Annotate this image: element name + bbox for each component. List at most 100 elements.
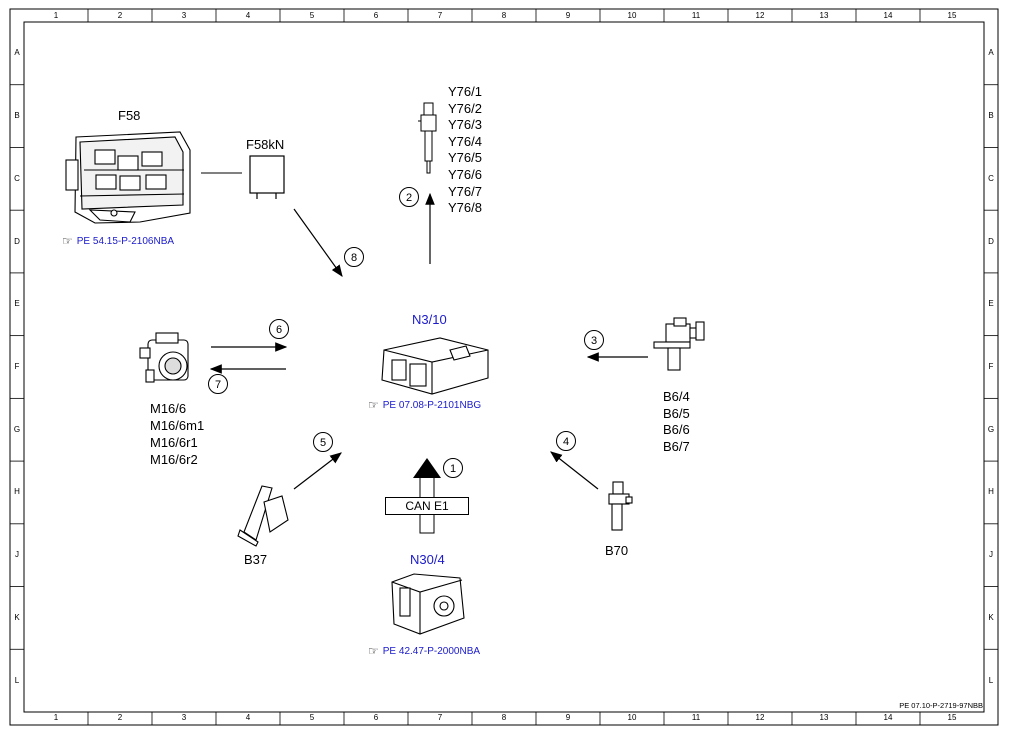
row-tick-label: E [988, 299, 994, 309]
column-tick-label: 4 [245, 11, 251, 20]
signal-marker-8: 8 [344, 247, 364, 267]
signal-marker-number: 1 [450, 463, 456, 475]
outer-frame [9, 8, 999, 726]
relay-icon [249, 155, 285, 199]
arrow-8 [293, 208, 343, 277]
f58-reference-link[interactable]: ☞ PE 54.15-P-2106NBA [62, 234, 174, 248]
row-tick-label: C [988, 173, 994, 183]
pointing-hand-icon: ☞ [62, 234, 73, 248]
pointing-hand-icon: ☞ [368, 644, 379, 658]
column-tick-label: 15 [947, 11, 957, 20]
signal-marker-7: 7 [208, 374, 228, 394]
b6-label: B6/6 [663, 422, 690, 438]
b6-label: B6/7 [663, 438, 690, 454]
can-e1-box: CAN E1 [385, 497, 469, 515]
signal-marker-number: 8 [351, 252, 357, 264]
signal-marker-number: 5 [320, 437, 326, 449]
inner-frame [23, 21, 985, 713]
row-tick-label: J [15, 550, 19, 560]
row-tick-label: B [14, 111, 20, 121]
column-tick-label: 1 [53, 11, 59, 20]
arrow-5 [293, 452, 342, 490]
b70-label: B70 [605, 543, 629, 558]
document-code: PE 07.10-P-2719-97NBB [899, 701, 983, 710]
column-tick-label: 6 [373, 11, 379, 20]
column-tick-label: 2 [117, 713, 123, 722]
n3-10-reference-link[interactable]: ☞ PE 07.08-P-2101NBG [368, 398, 481, 412]
column-tick-label: 5 [309, 11, 315, 20]
signal-marker-1: 1 [443, 458, 463, 478]
row-tick-label: L [988, 675, 994, 685]
y76-label: Y76/4 [448, 133, 482, 149]
column-tick-label: 7 [437, 11, 443, 20]
signal-marker-number: 7 [215, 379, 221, 391]
n3-10-reference-text: PE 07.08-P-2101NBG [382, 399, 482, 411]
b6-label: B6/4 [663, 389, 690, 404]
column-tick-label: 3 [181, 713, 187, 722]
pedal-icon [237, 485, 289, 547]
f58kn-label: F58kN [246, 137, 285, 152]
row-tick-label: C [14, 173, 20, 183]
throttle-icon [139, 332, 189, 383]
column-tick-label: 8 [501, 11, 507, 20]
row-tick-label: D [988, 236, 994, 246]
column-tick-label: 12 [755, 11, 765, 20]
signal-marker-5: 5 [313, 432, 333, 452]
column-tick-label: 2 [117, 11, 123, 20]
row-tick-label: K [988, 612, 994, 622]
row-tick-label: G [13, 424, 21, 434]
arrow-4 [550, 451, 599, 490]
y76-label: Y76/5 [448, 150, 482, 166]
row-tick-label: G [987, 424, 995, 434]
sensor-b70-icon [608, 481, 633, 531]
y76-labels: Y76/1 Y76/2 Y76/3 Y76/4 Y76/5 Y76/6 Y76/… [448, 84, 482, 217]
row-tick-label: A [988, 48, 994, 58]
frame-grid-ticks [10, 9, 998, 725]
m16-label: M16/6r1 [150, 435, 198, 450]
row-tick-label: J [989, 550, 993, 560]
column-tick-label: 9 [565, 11, 571, 20]
b6-labels: B6/4 B6/5 B6/6 B6/7 [663, 389, 690, 455]
signal-marker-2: 2 [399, 187, 419, 207]
signal-marker-number: 4 [563, 436, 569, 448]
signal-marker-number: 2 [406, 192, 412, 204]
m16-label: M16/6m1 [150, 418, 205, 433]
f58-label: F58 [118, 108, 141, 123]
y76-label: Y76/7 [448, 183, 482, 199]
column-tick-label: 3 [181, 11, 187, 20]
y76-label: Y76/2 [448, 100, 482, 116]
row-tick-label: H [988, 487, 994, 497]
n30-4-reference-link[interactable]: ☞ PE 42.47-P-2000NBA [368, 644, 480, 658]
row-tick-label: L [14, 675, 20, 685]
y76-label: Y76/1 [448, 84, 482, 99]
column-tick-label: 15 [947, 713, 957, 722]
column-tick-label: 11 [691, 713, 701, 722]
row-tick-label: B [988, 111, 994, 121]
n30-4-reference-text: PE 42.47-P-2000NBA [382, 645, 481, 657]
m16-label: M16/6 [150, 401, 187, 416]
b6-label: B6/5 [663, 405, 690, 421]
row-tick-label: H [14, 487, 20, 497]
can-arrow [413, 458, 441, 534]
module-n30-icon [391, 573, 465, 635]
signal-marker-number: 6 [276, 324, 282, 336]
pointing-hand-icon: ☞ [368, 398, 379, 412]
fuse-box-icon [65, 131, 191, 224]
sensor-b6-icon [653, 317, 705, 371]
m16-label: M16/6r2 [150, 452, 198, 467]
row-tick-label: F [14, 362, 20, 371]
column-tick-label: 12 [755, 713, 765, 722]
row-tick-label: D [14, 236, 20, 246]
column-tick-label: 13 [819, 713, 829, 722]
column-tick-label: 1 [53, 713, 59, 722]
column-tick-label: 9 [565, 713, 571, 722]
column-tick-label: 6 [373, 713, 379, 722]
column-tick-label: 13 [819, 11, 829, 20]
n3-10-label: N3/10 [412, 312, 447, 327]
injector-icon [418, 102, 437, 174]
row-tick-label: E [14, 299, 20, 309]
row-tick-label: F [988, 362, 994, 371]
row-tick-label: A [14, 48, 20, 58]
column-tick-label: 14 [883, 11, 893, 20]
